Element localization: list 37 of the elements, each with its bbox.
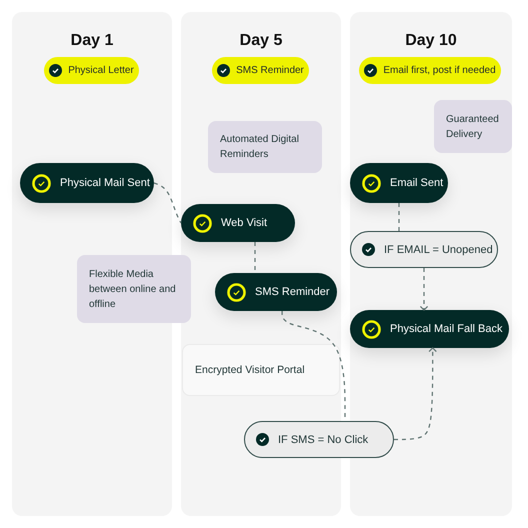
node-label: Physical Letter	[68, 65, 134, 76]
node-label: Flexible Media between online and offline	[89, 268, 177, 312]
step-pill	[350, 163, 448, 203]
day-heading: Day 5	[240, 32, 282, 50]
node-label: Web Visit	[221, 217, 268, 229]
node-label: Guaranteed Delivery	[446, 112, 500, 142]
connector-line	[398, 203, 400, 231]
portal-card	[182, 344, 340, 396]
node-label: Physical Mail Sent	[60, 177, 150, 189]
node-label: SMS Reminder	[255, 286, 330, 298]
status-pill	[212, 57, 309, 84]
arrow	[394, 347, 437, 440]
node-label: Encrypted Visitor Portal	[195, 364, 305, 376]
step-pill	[181, 204, 295, 242]
condition-pill	[244, 421, 394, 458]
node-label: Automated Digital Reminders	[220, 133, 300, 162]
node-label: Email first, post if needed	[383, 65, 496, 76]
connector-line	[254, 242, 256, 273]
connector-line	[154, 182, 182, 224]
node-label: Physical Mail Fall Back	[390, 323, 502, 335]
step-pill	[215, 273, 337, 311]
day-heading: Day 1	[70, 32, 114, 50]
day-column	[181, 12, 341, 516]
note-card	[208, 121, 322, 173]
day-heading: Day 10	[405, 32, 457, 50]
note-card	[434, 100, 512, 153]
status-pill	[44, 57, 139, 84]
step-pill	[20, 163, 154, 203]
step-pill	[350, 310, 509, 348]
condition-pill	[350, 231, 498, 268]
node-label: IF EMAIL = Unopened	[384, 244, 493, 256]
arrow	[420, 268, 428, 311]
status-pill	[359, 57, 501, 84]
node-label: Email Sent	[390, 177, 444, 189]
note-card	[77, 255, 191, 323]
node-label: SMS Reminder	[236, 65, 304, 76]
node-label: IF SMS = No Click	[278, 434, 368, 446]
